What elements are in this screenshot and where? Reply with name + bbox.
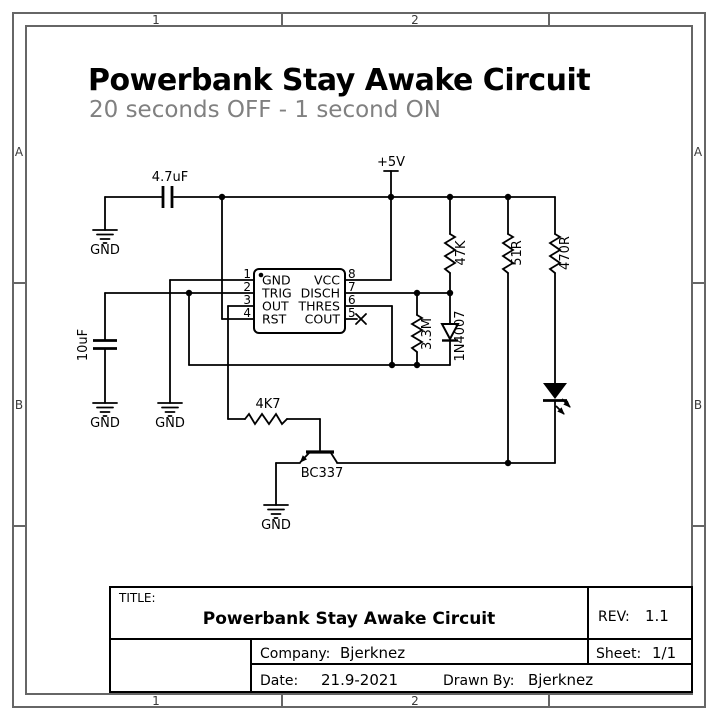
capacitor-4u7-label: 4.7uF xyxy=(152,170,188,185)
pin-number: 1 xyxy=(243,267,251,281)
pin-number: 7 xyxy=(348,280,356,294)
pin-number: 8 xyxy=(348,267,356,281)
zone-label-right-b: B xyxy=(694,398,702,412)
resistor-47k: 47K xyxy=(443,233,469,274)
sheet-value: 1/1 xyxy=(652,644,676,662)
no-connect-x-icon xyxy=(355,313,367,325)
zone-label-bottom-1: 1 xyxy=(152,694,160,708)
junction-dots xyxy=(185,193,512,467)
zone-label-bottom-2: 2 xyxy=(411,694,419,708)
capacitor-10u: 10uF xyxy=(76,329,117,361)
pin-number: 4 xyxy=(243,306,251,320)
diode-1n4007: 1N4007 xyxy=(440,310,468,362)
pin-number: 5 xyxy=(348,306,356,320)
resistor-51r: 51R xyxy=(501,233,525,274)
resistor-3m3-label: 3.3M xyxy=(420,318,435,350)
pin-name: GND xyxy=(262,273,291,288)
vcc-label: +5V xyxy=(377,155,405,170)
zone-label-top-2: 2 xyxy=(411,13,419,27)
drawing-subtitle: 20 seconds OFF - 1 second ON xyxy=(89,97,441,123)
pin-number: 2 xyxy=(243,280,251,294)
transistor-bc337-label: BC337 xyxy=(301,466,344,481)
pin-number: 6 xyxy=(348,293,356,307)
zone-label-left-b: B xyxy=(15,398,23,412)
pin-name: VCC xyxy=(314,273,340,288)
led-light-arrow xyxy=(561,398,571,408)
drawn-by-value: Bjerknez xyxy=(528,671,593,689)
drawn-by-label: Drawn By: xyxy=(443,673,514,689)
capacitor-10u-label: 10uF xyxy=(76,329,91,361)
zone-label-top-1: 1 xyxy=(152,13,160,27)
pin-name: OUT xyxy=(262,299,289,314)
resistor-470r-label: 470R xyxy=(558,236,573,270)
gnd-symbol-ic: GND xyxy=(155,402,185,431)
rev-value: 1.1 xyxy=(645,607,669,625)
gnd-label: GND xyxy=(90,416,120,431)
resistor-47k-label: 47K xyxy=(454,240,469,266)
led-light-arrow xyxy=(555,405,565,415)
pin1-marker-dot xyxy=(258,272,264,278)
resistor-4k7: 4K7 xyxy=(244,397,288,426)
company-label: Company: xyxy=(260,646,330,662)
zone-label-right-a: A xyxy=(694,145,703,159)
drawing-title: Powerbank Stay Awake Circuit xyxy=(88,63,590,98)
capacitor-4u7: 4.7uF xyxy=(152,170,188,208)
pin-name: RST xyxy=(262,312,287,327)
ic-timer: 1 2 3 4 8 7 6 5 GND TRIG OUT RST VCC DIS… xyxy=(243,267,367,334)
pin-name: COUT xyxy=(305,312,341,327)
resistor-4k7-label: 4K7 xyxy=(255,397,280,412)
date-label: Date: xyxy=(260,673,298,689)
resistor-3m3: 3.3M xyxy=(410,314,435,353)
sheet-label: Sheet: xyxy=(596,646,641,662)
resistor-51r-label: 51R xyxy=(510,240,525,266)
zone-label-left-a: A xyxy=(15,145,24,159)
wires xyxy=(104,170,556,506)
gnd-symbol-cap: GND xyxy=(90,402,120,431)
gnd-label: GND xyxy=(261,518,291,533)
rev-label: REV: xyxy=(598,609,630,625)
transistor-bc337: BC337 xyxy=(299,450,344,481)
company-value: Bjerknez xyxy=(340,644,405,662)
title-block: TITLE: Powerbank Stay Awake Circuit REV:… xyxy=(109,586,693,693)
gnd-label: GND xyxy=(90,243,120,258)
gnd-symbol-transistor: GND xyxy=(261,504,291,533)
pin-name: DISCH xyxy=(301,286,340,301)
led-body xyxy=(543,383,567,399)
sheet-frame: 1 2 1 2 A B A B xyxy=(12,12,706,708)
title-block-title-label: TITLE: xyxy=(118,591,156,605)
resistor-470r: 470R xyxy=(548,233,573,274)
pin-number: 3 xyxy=(243,293,251,307)
pin-name: THRES xyxy=(297,299,340,314)
diode-1n4007-label: 1N4007 xyxy=(453,310,468,361)
power-flag-5v: +5V xyxy=(377,155,405,172)
pin-name: TRIG xyxy=(261,286,292,301)
led xyxy=(543,383,571,415)
title-block-title: Powerbank Stay Awake Circuit xyxy=(203,609,496,629)
date-value: 21.9-2021 xyxy=(321,671,398,689)
gnd-label: GND xyxy=(155,416,185,431)
gnd-symbol-topleft: GND xyxy=(90,229,120,258)
